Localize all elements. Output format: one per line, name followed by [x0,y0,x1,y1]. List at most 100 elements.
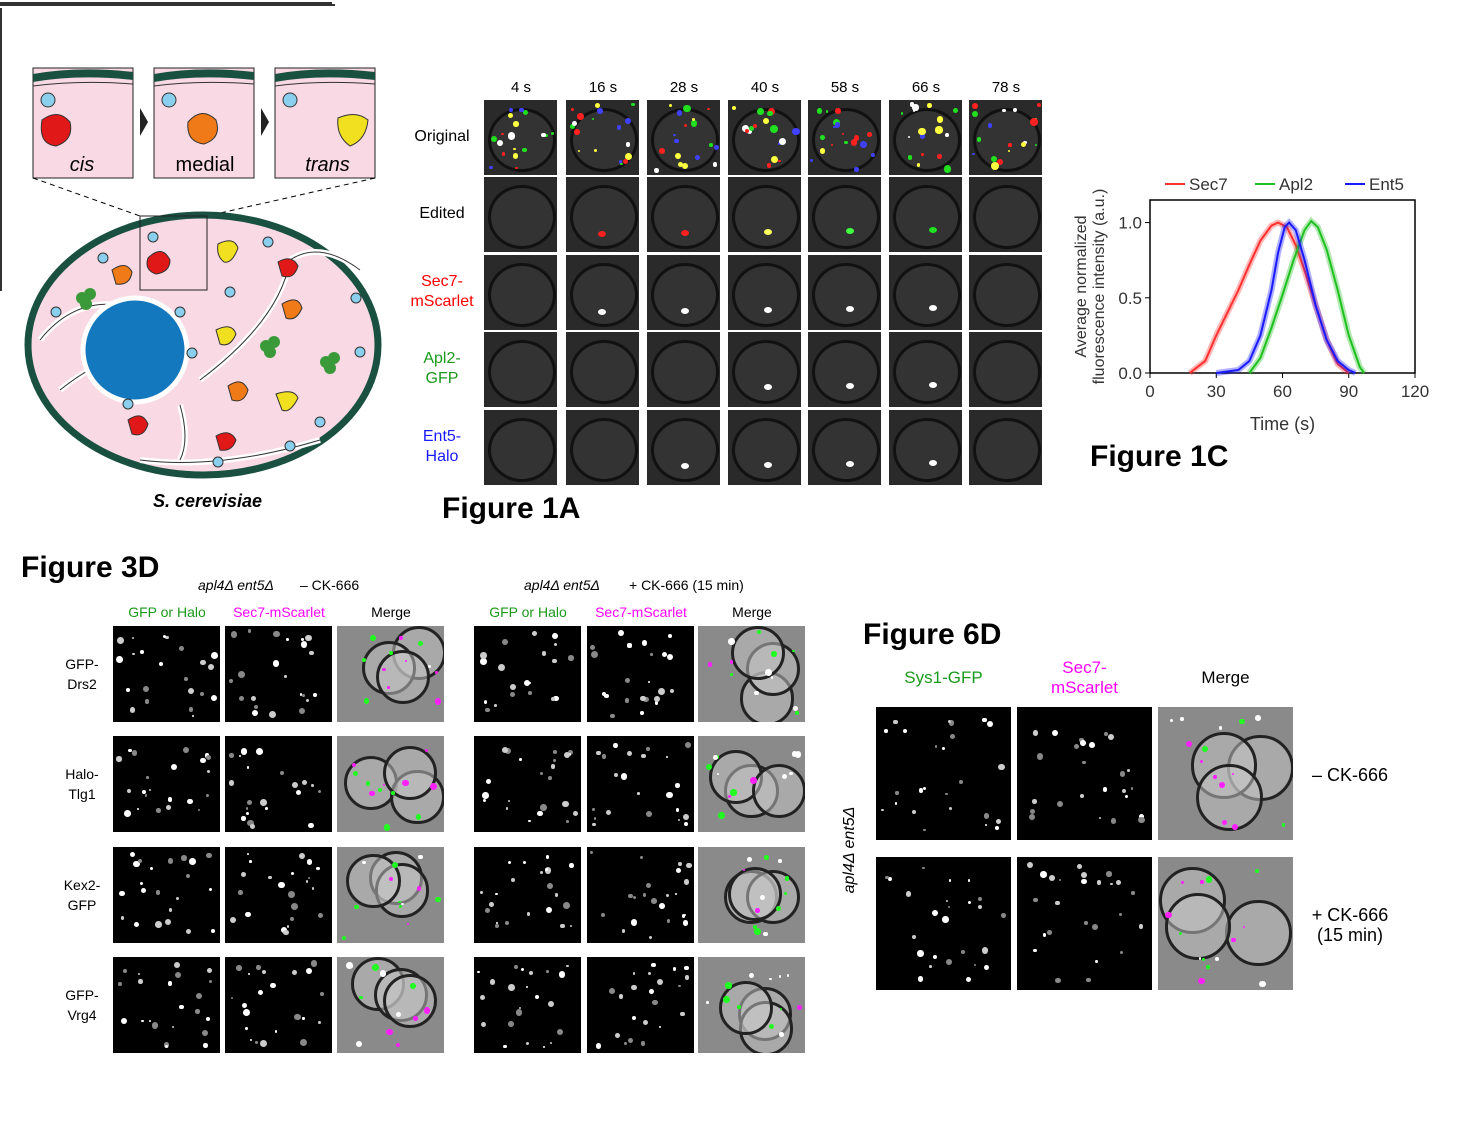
fluorescent-spot [1254,868,1259,873]
fluorescent-spot [165,635,169,640]
microscopy-panel [889,255,962,330]
microscopy-panel [113,736,220,832]
cell-outline [732,263,800,327]
microscopy-panel [647,255,720,330]
fluorescent-spot [229,679,234,684]
fluorescent-spot [513,121,519,127]
fluorescent-spot [929,382,937,388]
fluorescent-spot [675,892,678,895]
fluorescent-spot [141,1019,144,1023]
fluorescent-spot [971,103,978,110]
fluorescent-spot [179,645,185,651]
cell-outline [730,626,786,681]
fluorescent-spot [124,810,132,818]
fluorescent-spot [998,763,1005,771]
fluorescent-spot [131,637,135,640]
fluorescent-spot [779,1007,783,1011]
column-label: Sys1-GFP [904,668,983,687]
cell-outline [973,340,1041,404]
cell-outline [651,418,719,482]
fluorescent-spot [305,698,310,703]
fluorescent-spot [502,747,509,753]
fluorescent-spot [949,733,956,740]
fluorescent-spot [1201,745,1208,752]
fluorescent-spot [674,152,681,159]
fluorescent-spot [757,630,761,635]
fluorescent-spot [560,923,565,929]
microscopy-panel [728,332,801,407]
fluorescent-spot [681,308,689,314]
fluorescent-spot [272,630,280,638]
fluorescent-spot [556,1028,563,1035]
fluorescent-spot [513,148,516,151]
cell-outline [570,418,638,482]
cell-outline [570,263,638,327]
fluorescent-spot [972,152,975,156]
fluorescent-spot [509,107,514,112]
fluorescent-spot [1185,740,1192,747]
fluorescent-spot [673,967,677,971]
fluorescent-spot [415,814,421,820]
fluorescent-spot [713,754,719,760]
fluorescent-spot [965,976,972,983]
fluorescent-spot [300,641,308,648]
fluorescent-spot [430,783,438,791]
fluorescent-spot [274,1030,277,1033]
fluorescent-spot [1059,879,1062,882]
fluorescent-spot [652,999,658,1006]
fluorescent-spot [622,159,628,165]
fluorescent-spot [305,967,313,974]
fluorescent-spot [677,861,682,866]
fluorescent-spot [310,784,314,788]
fluorescent-spot [770,675,774,679]
fluorescent-spot [541,651,547,656]
fluorescent-spot [1120,950,1124,954]
fluorescent-spot [195,992,202,1000]
fluorescent-spot [714,145,720,151]
fluorescent-spot [771,651,777,657]
fluorescent-spot [349,964,354,969]
fluorescent-spot [746,856,752,862]
fluorescent-spot [128,749,132,753]
fluorescent-spot [626,750,632,756]
fluorescent-spot [786,973,790,977]
cell-outline [893,418,961,482]
fluorescent-spot [591,808,595,811]
fluorescent-spot [1027,862,1034,869]
fluorescent-spot [632,895,637,900]
fluorescent-spot [911,809,916,815]
fluorescent-spot [122,968,127,973]
fluorescent-spot [673,138,679,144]
fluorescent-spot [1098,816,1102,819]
fluorescent-spot [510,877,515,882]
time-label: 4 s [510,79,531,96]
fluorescent-spot [139,882,144,886]
x-axis-label: Time (s) [1250,414,1315,434]
fluorescent-spot [640,710,644,715]
fluorescent-spot [846,383,854,389]
fluorescent-spot [292,782,298,788]
microscopy-panel [484,410,557,485]
fluorescent-spot [505,748,512,755]
fluorescent-spot [165,1045,169,1049]
fluorescent-spot [544,134,548,138]
fluorescent-spot [953,108,959,114]
fluorescent-spot [270,982,276,989]
fluorescent-spot [302,1017,305,1020]
fluorescent-spot [631,1015,637,1021]
fluorescent-spot [723,995,731,1003]
fluorescent-spot [308,822,314,829]
fluorescent-spot [131,750,138,757]
fluorescent-spot [243,1009,251,1016]
fluorescent-spot [784,892,788,895]
fluorescent-spot [174,962,181,969]
microscopy-panel [225,626,332,722]
fluorescent-spot [902,728,907,733]
fluorescent-spot [620,773,628,780]
fluorescent-spot [678,161,684,167]
fluorescent-spot [682,814,689,821]
fluorescent-spot [246,800,252,806]
fluorescent-spot [167,797,173,802]
fluorescent-spot [416,886,422,891]
fluorescent-spot [118,890,125,897]
